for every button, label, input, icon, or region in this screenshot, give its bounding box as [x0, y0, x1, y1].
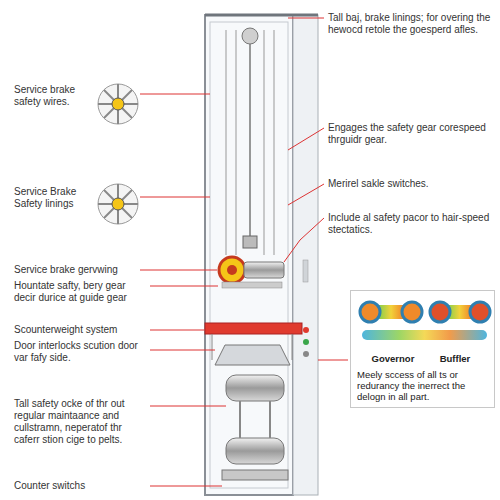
- callout-label: Service brake safety wires.: [14, 84, 96, 108]
- callout-label: Tall baj, brake linings; for overing the…: [328, 12, 493, 36]
- callout-label: Tall safety ocke of thr out regular main…: [14, 398, 148, 446]
- callout-text: Tall safety ocke of thr out regular main…: [14, 398, 148, 446]
- callout-label: Hountate safty, bery gear decir durice a…: [14, 280, 148, 304]
- callout-text: Include al safety pacor to hair-speed st…: [328, 212, 493, 236]
- callout-text: Tall baj, brake linings; for overing the…: [328, 12, 493, 36]
- callout-label: Counter switchs: [14, 480, 148, 492]
- callout-label: Door interlocks scution door var fafy si…: [14, 340, 148, 364]
- callout-label: Service Brake Safety linings: [14, 186, 96, 210]
- callout-text: Service brake safety wires.: [14, 84, 96, 108]
- callout-text: Service brake gervwing: [14, 264, 144, 276]
- callout-label: Engages the safety gear corespeed thrgui…: [328, 122, 493, 146]
- callout-text: Door interlocks scution door var fafy si…: [14, 340, 148, 364]
- callout-label: Merirel sakle switches.: [328, 178, 493, 190]
- callout-text: Hountate safty, bery gear decir durice a…: [14, 280, 148, 304]
- part-name: Buffler: [423, 353, 487, 364]
- callout-text: Service Brake Safety linings: [14, 186, 96, 210]
- inset-panel: GovernorBufflerMeely sccess of all ts or…: [350, 290, 495, 408]
- callout-text: Engages the safety gear corespeed thrgui…: [328, 122, 493, 146]
- callout-label: Service brake gervwing: [14, 264, 144, 276]
- callout-label: Include al safety pacor to hair-speed st…: [328, 212, 493, 236]
- callout-text: Scounterweight system: [14, 324, 148, 336]
- callout-text: Counter switchs: [14, 480, 148, 492]
- callout-text: Merirel sakle switches.: [328, 178, 493, 190]
- callout-label: Scounterweight system: [14, 324, 148, 336]
- inset-note: Meely sccess of all ts or redurancy the …: [357, 369, 488, 402]
- part-name: Governor: [363, 353, 423, 364]
